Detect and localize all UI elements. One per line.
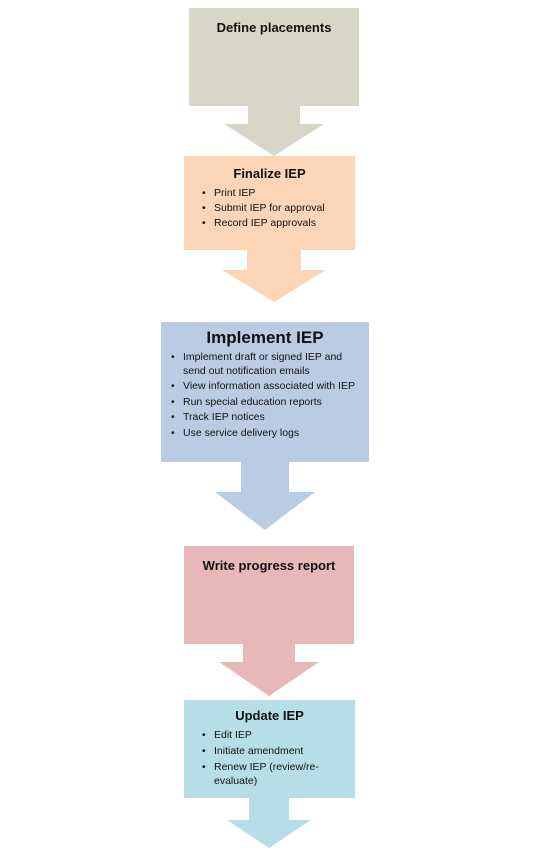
step-update-iep: Update IEP Edit IEP Initiate amendment R… [184, 700, 355, 798]
step-item-list: Print IEP Submit IEP for approval Record… [194, 186, 345, 231]
step-finalize-iep: Finalize IEP Print IEP Submit IEP for ap… [184, 156, 355, 250]
list-item: Run special education reports [169, 396, 361, 410]
list-item: Initiate amendment [200, 744, 345, 758]
step-item-list: Implement draft or signed IEP and send o… [169, 351, 361, 440]
arrow-shape [222, 250, 326, 302]
list-item: Record IEP approvals [200, 216, 345, 231]
down-arrow-icon [215, 462, 315, 530]
down-arrow-icon [227, 798, 311, 848]
down-arrow-icon [224, 106, 324, 156]
list-item: Submit IEP for approval [200, 201, 345, 216]
list-item: Use service delivery logs [169, 427, 361, 441]
list-item: Renew IEP (review/re-evaluate) [200, 760, 345, 788]
list-item: View information associated with IEP [169, 380, 361, 394]
arrow-shape [227, 798, 311, 848]
arrow-shape [219, 644, 319, 696]
arrow-shape [224, 106, 324, 156]
step-title: Define placements [216, 20, 332, 35]
down-arrow-icon [219, 644, 319, 696]
down-arrow-icon [222, 250, 326, 302]
list-item: Edit IEP [200, 728, 345, 742]
list-item: Print IEP [200, 186, 345, 201]
step-write-progress-report: Write progress report [184, 546, 354, 644]
step-title: Implement IEP [206, 328, 324, 347]
step-title: Write progress report [202, 558, 336, 573]
step-item-list: Edit IEP Initiate amendment Renew IEP (r… [194, 728, 345, 788]
list-item: Track IEP notices [169, 411, 361, 425]
step-title: Update IEP [235, 708, 304, 723]
list-item: Implement draft or signed IEP and send o… [169, 351, 361, 378]
step-title: Finalize IEP [233, 166, 306, 181]
arrow-shape [215, 462, 315, 530]
step-implement-iep: Implement IEP Implement draft or signed … [161, 322, 369, 462]
step-define-placements: Define placements [189, 8, 359, 106]
